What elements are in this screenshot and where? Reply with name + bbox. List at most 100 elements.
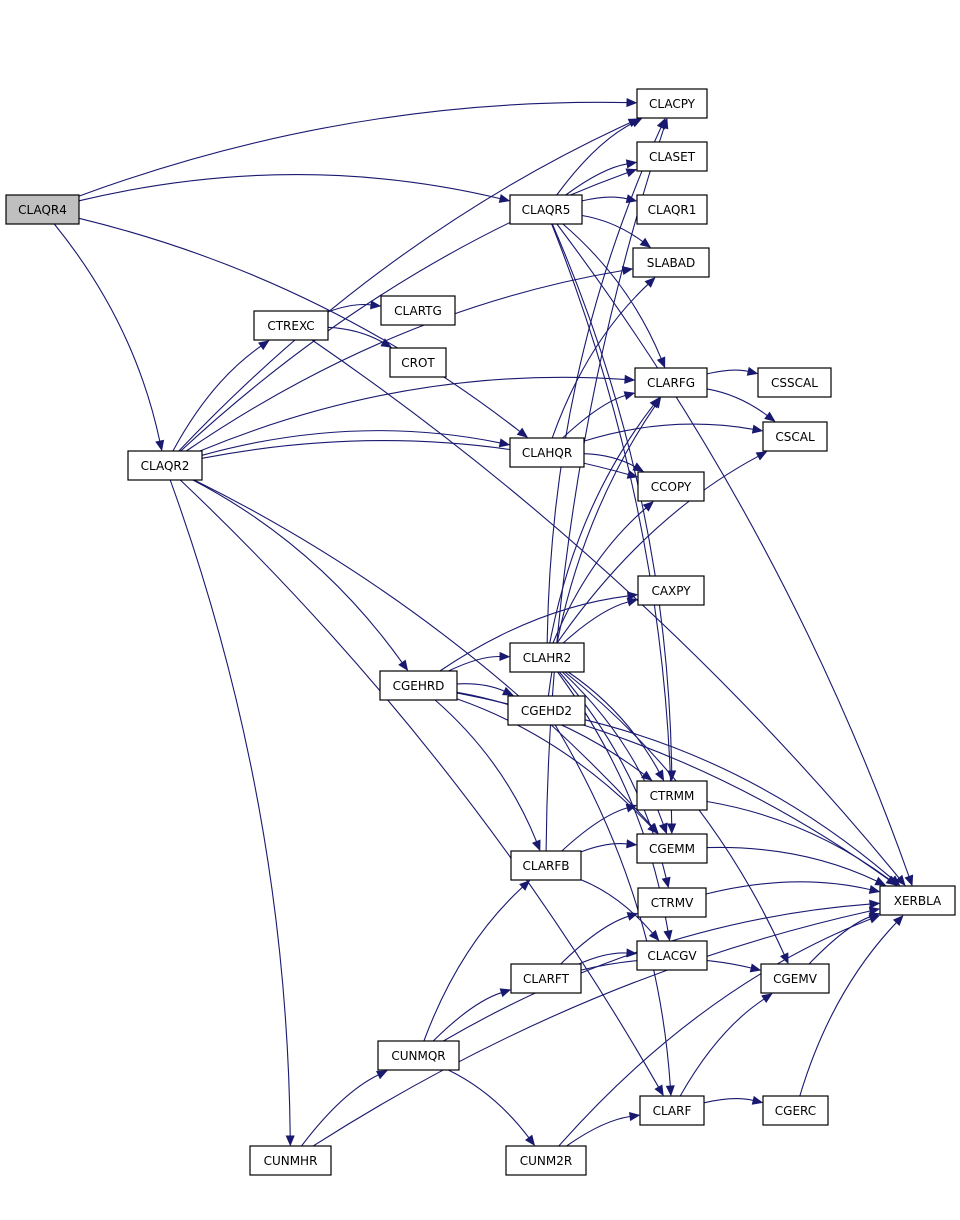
edge-ctrexc-to-crot [327, 326, 393, 348]
node-clarf[interactable]: CLARF [639, 1095, 705, 1126]
node-claqr2[interactable]: CLAQR2 [127, 450, 203, 481]
arrowhead-icon [751, 1095, 764, 1105]
node-cgemm[interactable]: CGEMM [636, 833, 708, 864]
node-clarft[interactable]: CLARFT [510, 963, 582, 994]
node-box[interactable] [637, 471, 705, 502]
node-claqr1[interactable]: CLAQR1 [636, 194, 708, 225]
arrowhead-icon [376, 1070, 388, 1080]
node-box[interactable] [879, 885, 956, 916]
edge-claqr2-to-clarfg [199, 374, 636, 452]
node-clahqr[interactable]: CLAHQR [509, 437, 585, 468]
arrowhead-icon [639, 237, 652, 248]
arrowhead-icon [532, 839, 541, 852]
node-clartg[interactable]: CLARTG [380, 295, 456, 326]
node-caxpy[interactable]: CAXPY [637, 575, 705, 606]
node-box[interactable] [634, 367, 708, 398]
node-ctrmv[interactable]: CTRMV [637, 887, 707, 918]
node-cgerc[interactable]: CGERC [762, 1095, 829, 1126]
node-box[interactable] [127, 450, 203, 481]
node-clarfg[interactable]: CLARFG [634, 367, 708, 398]
edge-claqr4-to-clacpy [78, 98, 638, 197]
node-csscal[interactable]: CSSCAL [757, 367, 832, 398]
edge-line [439, 595, 629, 672]
node-box[interactable] [762, 1095, 829, 1126]
node-box[interactable] [632, 247, 710, 278]
arrowhead-icon [749, 963, 762, 973]
node-claqr5[interactable]: CLAQR5 [509, 194, 583, 225]
edge-clahr2-to-caxpy [562, 597, 639, 644]
edge-cgemm-to-xerbla [706, 846, 887, 886]
node-box[interactable] [637, 575, 705, 606]
edge-cgerc-to-xerbla [799, 915, 904, 1097]
node-clacpy[interactable]: CLACPY [636, 88, 708, 119]
node-box[interactable] [762, 421, 828, 452]
node-box[interactable] [636, 780, 708, 811]
edge-line [172, 345, 262, 452]
node-clacgv[interactable]: CLACGV [636, 940, 708, 971]
arrowhead-icon [648, 929, 660, 941]
node-box[interactable] [636, 940, 708, 971]
node-box[interactable] [389, 347, 447, 378]
node-cunm2r[interactable]: CUNM2R [505, 1145, 587, 1176]
node-box[interactable] [639, 1095, 705, 1126]
node-box[interactable] [249, 1145, 332, 1176]
node-cscal[interactable]: CSCAL [762, 421, 828, 452]
edge-claqr5-to-claset [565, 159, 638, 196]
node-cunmqr[interactable]: CUNMQR [377, 1040, 460, 1071]
edge-line [556, 455, 759, 644]
arrowhead-icon [659, 117, 669, 130]
node-box[interactable] [5, 194, 80, 225]
node-box[interactable] [757, 367, 832, 398]
edge-line [192, 479, 403, 664]
node-cgehd2[interactable]: CGEHD2 [507, 695, 586, 726]
arrowhead-icon [874, 876, 887, 886]
node-clarfb[interactable]: CLARFB [510, 850, 582, 881]
node-box[interactable] [377, 1040, 460, 1071]
node-box[interactable] [510, 850, 582, 881]
node-cunmhr[interactable]: CUNMHR [249, 1145, 332, 1176]
node-crot[interactable]: CROT [389, 347, 447, 378]
edge-line [580, 879, 654, 934]
node-cgehrd[interactable]: CGEHRD [379, 670, 458, 701]
node-box[interactable] [509, 194, 583, 225]
edge-clarfb-to-clacgv [580, 879, 660, 941]
edge-line [199, 376, 626, 452]
edge-line [583, 453, 636, 468]
arrowhead-icon [519, 880, 531, 891]
arrowhead-icon [629, 1112, 641, 1122]
node-box[interactable] [505, 1145, 587, 1176]
arrowhead-icon [661, 876, 671, 889]
node-box[interactable] [507, 695, 586, 726]
node-box[interactable] [380, 295, 456, 326]
edge-clarf-to-cgerc [703, 1095, 764, 1105]
node-clahr2[interactable]: CLAHR2 [509, 642, 585, 673]
node-cgemv[interactable]: CGEMV [760, 963, 830, 994]
edge-cgehrd-to-clahr2 [448, 651, 511, 672]
edge-line [327, 303, 372, 313]
node-claset[interactable]: CLASET [636, 141, 708, 172]
node-box[interactable] [509, 642, 585, 673]
node-box[interactable] [253, 310, 329, 341]
node-box[interactable] [636, 88, 708, 119]
node-box[interactable] [636, 141, 708, 172]
edge-line [567, 671, 660, 773]
node-box[interactable] [509, 437, 585, 468]
node-claqr4[interactable]: CLAQR4 [5, 194, 80, 225]
node-box[interactable] [637, 887, 707, 918]
node-box[interactable] [636, 833, 708, 864]
node-slabad[interactable]: SLABAD [632, 247, 710, 278]
edge-line [583, 423, 754, 442]
node-box[interactable] [636, 194, 708, 225]
node-box[interactable] [760, 963, 830, 994]
node-box[interactable] [379, 670, 458, 701]
node-ccopy[interactable]: CCOPY [637, 471, 705, 502]
node-xerbla[interactable]: XERBLA [879, 885, 956, 916]
arrowhead-icon [665, 1085, 675, 1097]
node-ctrmm[interactable]: CTRMM [636, 780, 708, 811]
edge-ctrmm-to-xerbla [706, 800, 898, 886]
node-box[interactable] [510, 963, 582, 994]
edge-line [679, 998, 765, 1097]
node-ctrexc[interactable]: CTREXC [253, 310, 329, 341]
